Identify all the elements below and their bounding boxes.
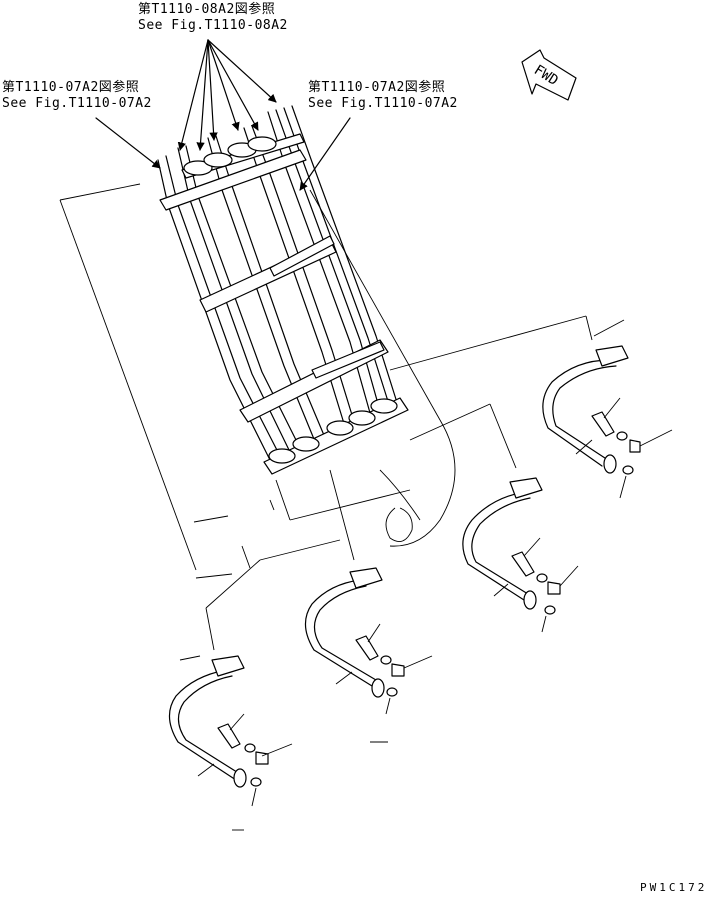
reference-line-jp: 第T1110-07A2図参照 [2, 80, 140, 95]
reference-label-08A2: 第T1110-08A2図参照 See Fig.T1110-08A2 [138, 2, 288, 34]
reference-line-en: See Fig.T1110-07A2 [2, 96, 152, 111]
tube-assembly-2 [462, 477, 579, 633]
reference-label-07A2-right: 第T1110-07A2図参照 See Fig.T1110-07A2 [308, 80, 458, 112]
tube-assembly-4 [168, 655, 293, 831]
reference-line-jp: 第T1110-08A2図参照 [138, 2, 276, 17]
tube-assembly-3 [304, 567, 433, 743]
reference-line-en: See Fig.T1110-08A2 [138, 18, 288, 33]
drawing-code: PW1C172 [640, 881, 708, 894]
bottom-flange-fittings [268, 398, 398, 464]
reference-leaders-07A2 [95, 117, 351, 191]
top-flange-fittings [183, 136, 277, 176]
reference-label-07A2-left: 第T1110-07A2図参照 See Fig.T1110-07A2 [2, 80, 152, 112]
reference-line-jp: 第T1110-07A2図参照 [308, 80, 446, 95]
boom-outline [59, 183, 456, 579]
reference-line-en: See Fig.T1110-07A2 [308, 96, 458, 111]
assembly-callout-lines [205, 315, 593, 651]
reference-leaders-08A2 [177, 39, 277, 151]
tube-assembly-1 [542, 319, 673, 499]
fwd-direction-marker: FWD [521, 49, 577, 101]
